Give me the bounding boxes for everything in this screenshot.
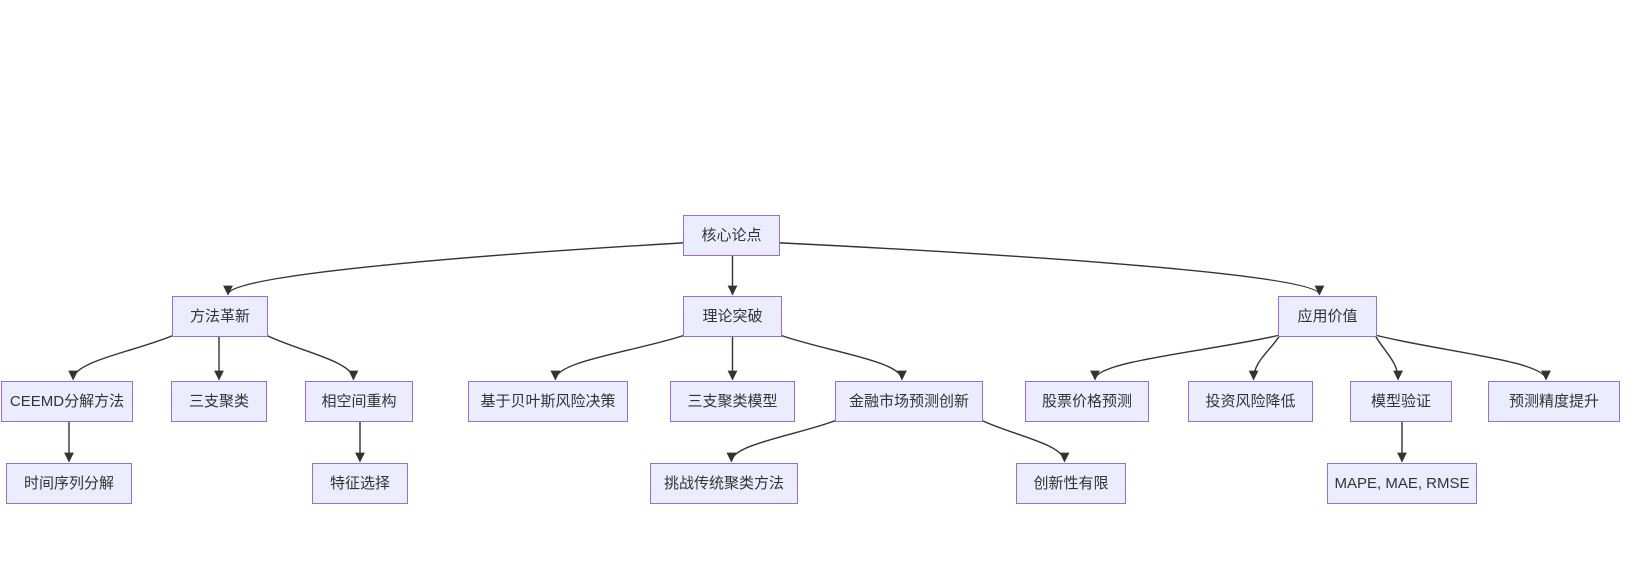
node-stock: 股票价格预测 xyxy=(1025,381,1149,422)
node-limited: 创新性有限 xyxy=(1016,463,1126,504)
edge-core-value xyxy=(779,242,1325,296)
edge-fininnov-challenge xyxy=(726,419,838,463)
node-phase: 相空间重构 xyxy=(305,381,413,422)
node-validate: 模型验证 xyxy=(1350,381,1452,422)
edge-method-ceemd xyxy=(68,334,175,381)
edge-theory-bayes xyxy=(550,334,686,381)
edge-fininnov-limited xyxy=(980,419,1070,463)
node-core: 核心论点 xyxy=(683,215,780,256)
edge-method-phase xyxy=(265,334,359,381)
node-feature: 特征选择 xyxy=(312,463,408,504)
node-twcmodel: 三支聚类模型 xyxy=(670,381,795,422)
edge-theory-fininnov xyxy=(779,334,907,381)
node-bayes: 基于贝叶斯风险决策 xyxy=(468,381,628,422)
edge-value-accuracy xyxy=(1374,334,1551,381)
node-challenge: 挑战传统聚类方法 xyxy=(650,463,798,504)
edge-value-stock xyxy=(1090,334,1281,381)
node-risk: 投资风险降低 xyxy=(1188,381,1313,422)
node-value: 应用价值 xyxy=(1278,296,1377,337)
node-metrics: MAPE, MAE, RMSE xyxy=(1327,463,1477,504)
node-ceemd: CEEMD分解方法 xyxy=(1,381,133,422)
edge-value-risk xyxy=(1248,334,1281,381)
edge-core-method xyxy=(223,242,684,296)
edge-value-validate xyxy=(1374,334,1403,381)
node-method: 方法革新 xyxy=(172,296,268,337)
node-tsdecomp: 时间序列分解 xyxy=(6,463,132,504)
node-fininnov: 金融市场预测创新 xyxy=(835,381,983,422)
node-theory: 理论突破 xyxy=(683,296,782,337)
node-accuracy: 预测精度提升 xyxy=(1488,381,1620,422)
node-threeway: 三支聚类 xyxy=(171,381,267,422)
